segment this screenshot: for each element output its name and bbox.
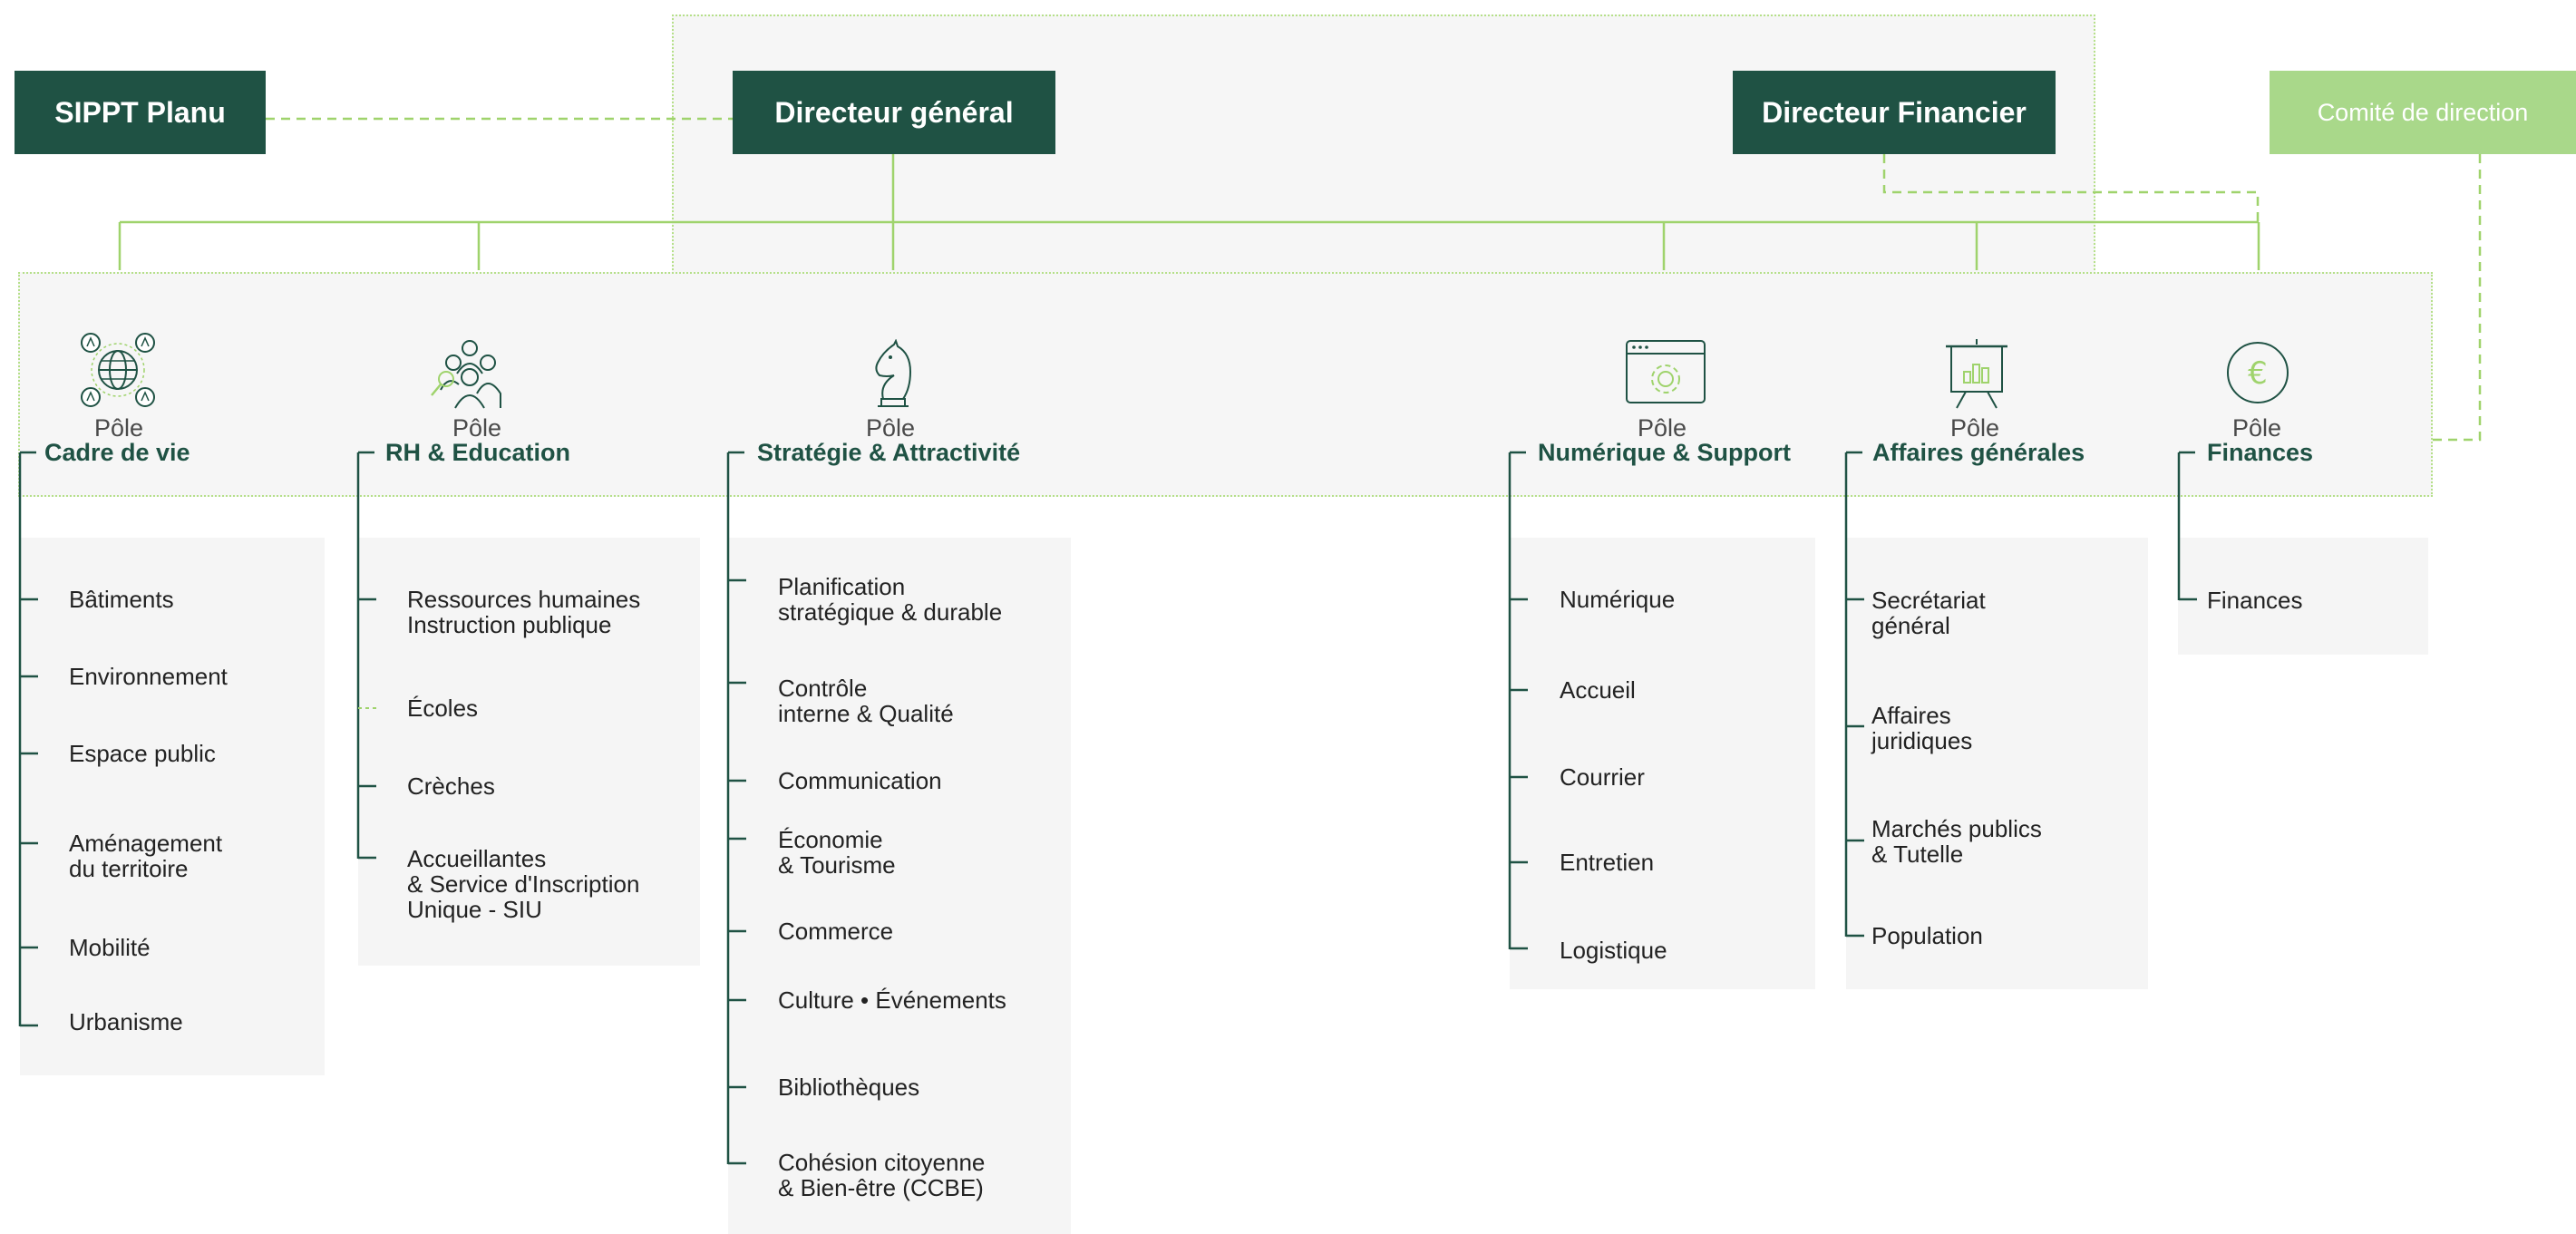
pole-panel-cadre-de-vie [20,538,325,1075]
comite-direction-label: Comité de direction [2317,98,2529,126]
euro-coin-icon: € [2227,342,2289,403]
service-item: Marchés publics & Tutelle [1871,815,2042,868]
pole-label: Pôle [866,414,916,442]
directeur-financier-box: Directeur Financier [1733,71,2056,154]
service-item: Écoles [407,695,479,722]
pole-title: Affaires générales [1872,439,2085,466]
pole-label: Pôle [1950,414,2000,442]
service-item: Crèches [407,772,495,800]
service-item: Bâtiments [69,586,174,613]
service-item: Accueillantes & Service d'Inscription Un… [407,845,640,923]
globe-network-icon [81,333,155,407]
service-item: Bibliothèques [778,1074,920,1101]
service-item: Affaires juridiques [1871,702,1973,754]
service-item: Entretien [1560,849,1655,876]
service-item: Économie & Tourisme [778,826,896,879]
directeur-general-box: Directeur général [733,71,1055,154]
pole-title: Stratégie & Attractivité [757,439,1021,466]
pole-title: Cadre de vie [44,439,190,466]
pole-title: RH & Education [385,439,571,466]
service-item: Population [1871,922,1983,949]
people-search-icon [431,340,501,409]
service-item: Mobilité [69,934,151,961]
pole-title: Numérique & Support [1538,439,1792,466]
service-item: Accueil [1560,676,1636,704]
pole-panel-finances [2178,538,2428,655]
service-item: Commerce [778,918,894,945]
service-item: Culture • Événements [778,986,1006,1014]
service-item: Finances [2207,587,2303,614]
poles-band-background [18,272,2433,497]
pole-label: Pôle [1638,414,1687,442]
chess-knight-icon [875,339,912,407]
pole-title: Finances [2207,439,2314,466]
sippt-box: SIPPT Planu [15,71,266,154]
service-item: Cohésion citoyenne & Bien-être (CCBE) [778,1149,986,1201]
browser-gear-icon [1626,340,1706,403]
service-item: Numérique [1560,586,1676,613]
presentation-board-icon [1946,339,2007,409]
service-item: Planification stratégique & durable [778,573,1003,626]
svg-text:€: € [2248,355,2268,392]
service-item: Logistique [1560,937,1667,964]
pole-panel-numerique-support [1510,538,1815,989]
service-item: Aménagement du territoire [69,830,223,882]
service-item: Communication [778,767,942,794]
pole-label: Pôle [2232,414,2282,442]
pole-panel-rh-education [358,538,700,966]
service-item: Urbanisme [69,1008,183,1035]
service-item: Secrétariat général [1871,587,1986,639]
pole-panel-strategie-attractivite [728,538,1071,1234]
service-item: Ressources humaines Instruction publique [407,586,641,638]
service-item: Courrier [1560,763,1645,791]
pole-panel-affaires-generales [1846,538,2148,989]
service-item: Espace public [69,740,216,767]
pole-label: Pôle [94,414,144,442]
directeur-general-label: Directeur général [774,95,1014,129]
service-item: Environnement [69,663,228,690]
comite-direction-box: Comité de direction [2270,71,2576,154]
sippt-label: SIPPT Planu [54,95,226,129]
service-item: Contrôle interne & Qualité [778,675,954,727]
pole-label: Pôle [452,414,502,442]
directeur-financier-label: Directeur Financier [1762,95,2027,129]
